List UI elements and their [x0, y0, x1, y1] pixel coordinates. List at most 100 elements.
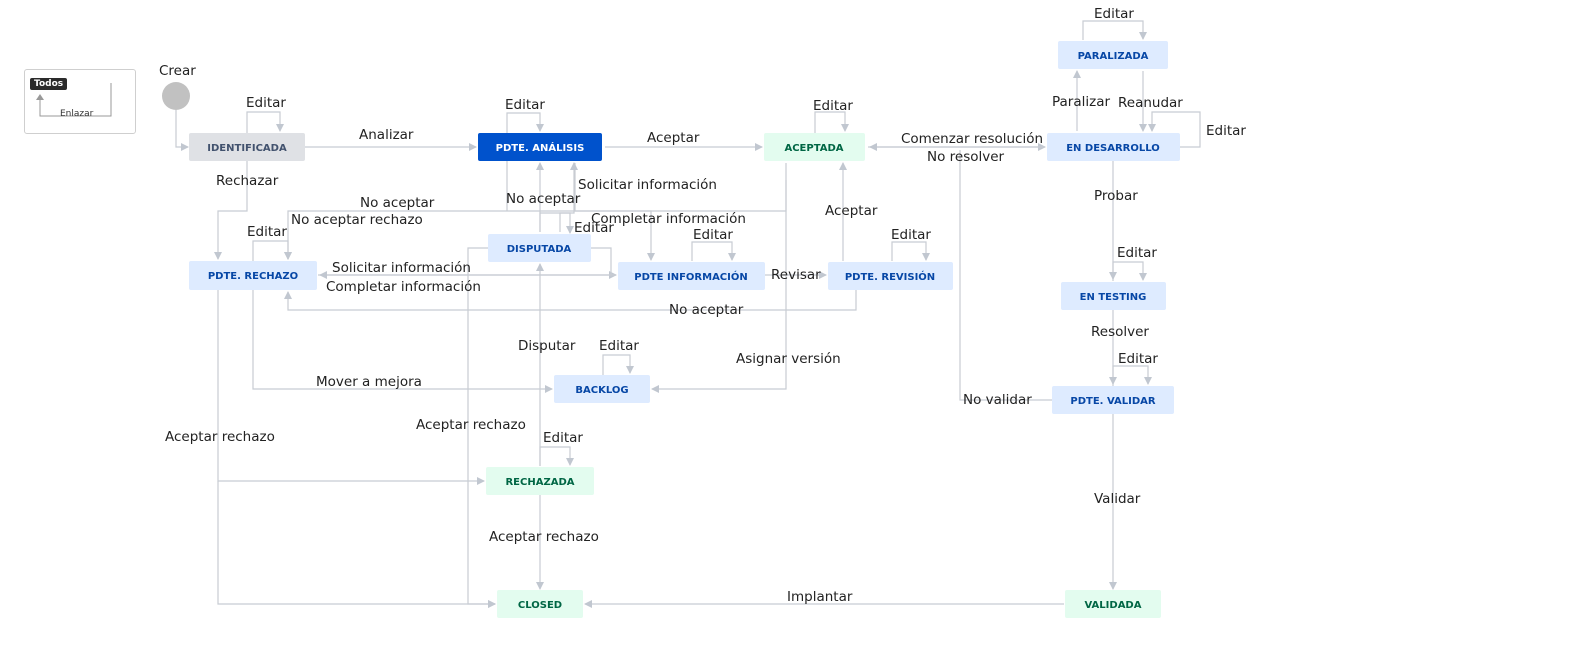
edge-mover-mejora: [252, 290, 553, 393]
edge-loop-disputada: [539, 212, 574, 234]
edge-no-validar: [959, 150, 1052, 401]
transition-label[interactable]: Editar: [574, 220, 614, 236]
transition-label[interactable]: Validar: [1094, 491, 1141, 507]
transition-label[interactable]: Editar: [813, 98, 853, 114]
edge-loop-analisis: [506, 112, 544, 133]
transition-label[interactable]: Aceptar: [647, 130, 700, 146]
transition-label[interactable]: No aceptar rechazo: [291, 212, 423, 228]
status-label: RECHAZADA: [505, 477, 574, 488]
status-label: VALIDADA: [1085, 600, 1142, 611]
edge-loop-paralizada: [1082, 20, 1147, 40]
status-node-aceptada[interactable]: ACEPTADA: [764, 133, 865, 161]
transition-label[interactable]: No aceptar: [506, 191, 581, 207]
edge-completar-info-1: [559, 162, 578, 232]
status-node-identificada[interactable]: IDENTIFICADA: [189, 133, 305, 161]
status-label: PARALIZADA: [1078, 51, 1149, 62]
transition-label[interactable]: Editar: [543, 430, 583, 446]
transition-label[interactable]: Disputar: [518, 338, 576, 354]
transition-label[interactable]: Editar: [1118, 351, 1158, 367]
transition-label[interactable]: Rechazar: [216, 173, 279, 189]
start-node[interactable]: [162, 82, 190, 110]
legend-badge: Todos: [30, 78, 68, 90]
transition-label[interactable]: Aceptar: [825, 203, 878, 219]
edge-aceptar-rechazo-2: [217, 481, 496, 608]
legend-loop-arrow: [36, 83, 112, 117]
edge-loop-rechazada: [539, 446, 574, 466]
status-node-paralizada[interactable]: PARALIZADA: [1058, 41, 1168, 69]
transition-label[interactable]: Editar: [505, 97, 545, 113]
edge-loop-backlog: [602, 354, 634, 375]
transition-label[interactable]: Editar: [246, 95, 286, 111]
status-label: IDENTIFICADA: [207, 143, 287, 154]
status-node-en-testing[interactable]: EN TESTING: [1061, 282, 1166, 310]
status-node-pdte-rechazo[interactable]: PDTE. RECHAZO: [189, 261, 317, 290]
edge-no-aceptar-3: [284, 290, 857, 311]
transition-label[interactable]: Editar: [693, 227, 733, 243]
status-node-rechazada[interactable]: RECHAZADA: [486, 467, 594, 495]
status-node-pdte-informacion[interactable]: PDTE INFORMACIÓN: [618, 262, 765, 290]
transition-label[interactable]: Completar información: [591, 211, 746, 227]
transition-label[interactable]: Analizar: [359, 127, 414, 143]
transition-label[interactable]: Paralizar: [1052, 94, 1110, 110]
transition-label[interactable]: Probar: [1094, 188, 1138, 204]
edge-loop-desarrollo: [1148, 111, 1201, 148]
transition-label[interactable]: No validar: [963, 392, 1032, 408]
edge-loop-informacion: [691, 241, 736, 261]
edge-disputada-info: [591, 247, 612, 275]
transition-label[interactable]: Reanudar: [1118, 95, 1183, 111]
transition-label[interactable]: Resolver: [1091, 324, 1149, 340]
edge-solicitar-info-1: [574, 163, 655, 261]
status-label: DISPUTADA: [507, 244, 572, 255]
status-label: PDTE. ANÁLISIS: [496, 141, 585, 154]
status-node-pdte-revision[interactable]: PDTE. REVISIÓN: [828, 262, 953, 290]
transition-label[interactable]: Aceptar rechazo: [165, 429, 275, 445]
status-node-pdte-analisis[interactable]: PDTE. ANÁLISIS: [478, 133, 602, 161]
transition-label[interactable]: Solicitar información: [578, 177, 717, 193]
edge-loop-aceptada: [814, 111, 849, 133]
transition-label[interactable]: No aceptar: [360, 195, 435, 211]
transition-label[interactable]: Aceptar rechazo: [489, 529, 599, 545]
status-label: PDTE. RECHAZO: [208, 271, 298, 282]
transition-label[interactable]: Solicitar información: [332, 260, 471, 276]
edge-loop-validar: [1112, 365, 1152, 386]
transition-label[interactable]: Editar: [1206, 123, 1246, 139]
transition-label[interactable]: Revisar: [771, 267, 821, 283]
edge-loop-testing: [1112, 261, 1147, 281]
status-node-en-desarrollo[interactable]: EN DESARROLLO: [1047, 133, 1180, 161]
status-label: PDTE. REVISIÓN: [845, 270, 935, 283]
status-node-closed[interactable]: CLOSED: [497, 590, 583, 618]
transition-label[interactable]: Completar información: [326, 279, 481, 295]
legend-label: Enlazar: [60, 109, 94, 119]
transition-label[interactable]: Mover a mejora: [316, 374, 422, 390]
edge-aceptar-rechazo-3: [467, 247, 496, 608]
transition-label[interactable]: Editar: [599, 338, 639, 354]
transition-label[interactable]: Aceptar rechazo: [416, 417, 526, 433]
status-node-validada[interactable]: VALIDADA: [1065, 590, 1161, 618]
status-label: EN DESARROLLO: [1066, 143, 1160, 154]
edge-create: [175, 110, 189, 151]
transition-label[interactable]: Comenzar resolución: [901, 131, 1043, 147]
status-label: EN TESTING: [1080, 292, 1147, 303]
transition-label[interactable]: No aceptar: [669, 302, 744, 318]
legend: Todos Enlazar: [24, 69, 136, 134]
transition-label[interactable]: Editar: [247, 224, 287, 240]
transition-label[interactable]: Editar: [1117, 245, 1157, 261]
transition-label[interactable]: Implantar: [787, 589, 853, 605]
edge-asignar-version: [651, 163, 787, 393]
transition-label[interactable]: Asignar versión: [736, 351, 841, 367]
status-node-backlog[interactable]: BACKLOG: [554, 375, 650, 403]
status-label: CLOSED: [518, 600, 562, 611]
status-node-disputada[interactable]: DISPUTADA: [488, 234, 591, 262]
transition-label[interactable]: Editar: [891, 227, 931, 243]
status-label: PDTE. VALIDAR: [1070, 396, 1155, 407]
status-label: BACKLOG: [575, 385, 628, 396]
start-label: Crear: [159, 63, 196, 79]
status-node-pdte-validar[interactable]: PDTE. VALIDAR: [1052, 386, 1174, 414]
status-label: PDTE INFORMACIÓN: [634, 270, 748, 283]
edge-loop-revision: [891, 241, 930, 261]
transition-label[interactable]: No resolver: [927, 149, 1005, 165]
transition-label[interactable]: Editar: [1094, 6, 1134, 22]
edge-loop-rechazo: [252, 240, 292, 261]
edge-loop-identificada: [246, 111, 284, 133]
